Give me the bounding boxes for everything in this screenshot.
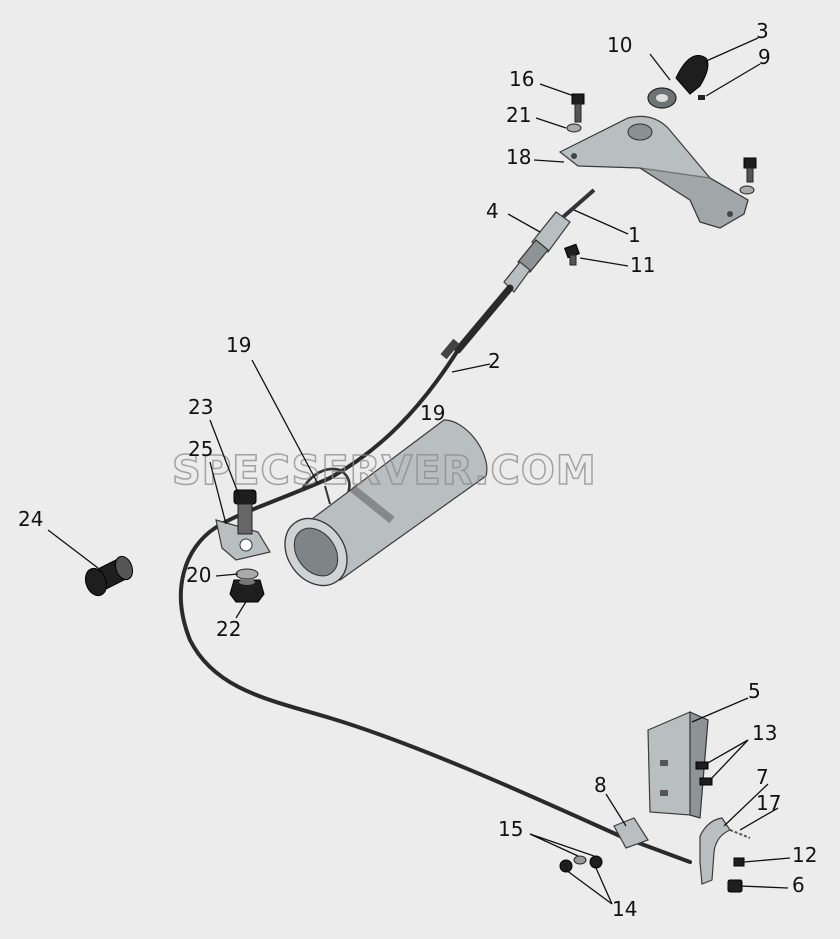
cable-rod-1: [560, 188, 596, 220]
bolt-23: [233, 489, 257, 535]
bolt-12: [733, 857, 745, 867]
callout-18: 18: [506, 145, 531, 169]
bolt-bracket-right: [739, 157, 757, 195]
clamp-19: [298, 467, 351, 505]
callout-12: 12: [792, 843, 817, 867]
grommet-24: [84, 555, 134, 597]
lever-7: [699, 817, 731, 885]
callout-22: 22: [216, 617, 241, 641]
callout-19-clamp: 19: [226, 333, 251, 357]
callout-24: 24: [18, 507, 43, 531]
callout-15: 15: [498, 817, 523, 841]
callout-9: 9: [758, 45, 771, 69]
callout-labels: 3 10 9 16 21 18 4 1 11 2 19 19 23 25 24 …: [18, 19, 817, 921]
callout-21: 21: [506, 103, 531, 127]
nut-10: [647, 87, 677, 109]
callout-10: 10: [607, 33, 632, 57]
callout-5: 5: [748, 679, 761, 703]
cable-2: [178, 284, 692, 864]
leader-lines: [47, 37, 791, 905]
callout-7: 7: [756, 765, 769, 789]
pin-9: [698, 95, 705, 100]
callout-11: 11: [630, 253, 655, 277]
callout-19-pipe: 19: [420, 401, 445, 425]
callout-14: 14: [612, 897, 637, 921]
knob-3: [675, 55, 709, 95]
callout-8: 8: [594, 773, 607, 797]
nuts-14: [559, 855, 603, 873]
callout-25: 25: [188, 437, 213, 461]
pin-17: [729, 829, 751, 839]
callout-1: 1: [628, 223, 641, 247]
callout-2: 2: [488, 349, 501, 373]
washer-21: [566, 123, 582, 133]
callout-4: 4: [486, 199, 499, 223]
watermark: SPECSERVER.COM: [172, 448, 597, 494]
callout-16: 16: [509, 67, 534, 91]
bolt-16: [571, 93, 585, 123]
callout-23: 23: [188, 395, 213, 419]
washer-20: [235, 568, 259, 580]
callout-6: 6: [792, 873, 805, 897]
clip-8: [613, 817, 649, 849]
washers-15: [573, 855, 587, 865]
callout-3: 3: [756, 19, 769, 43]
bolts-13: [695, 761, 713, 786]
callout-20: 20: [186, 563, 211, 587]
callout-13: 13: [752, 721, 777, 745]
mounting-bracket-18: [558, 115, 749, 229]
callout-17: 17: [756, 791, 781, 815]
bolt-11: [564, 243, 580, 266]
pipe-19: [284, 419, 488, 587]
nut-6: [727, 879, 743, 893]
fitting-4: [503, 211, 571, 293]
nut-22: [229, 579, 265, 603]
